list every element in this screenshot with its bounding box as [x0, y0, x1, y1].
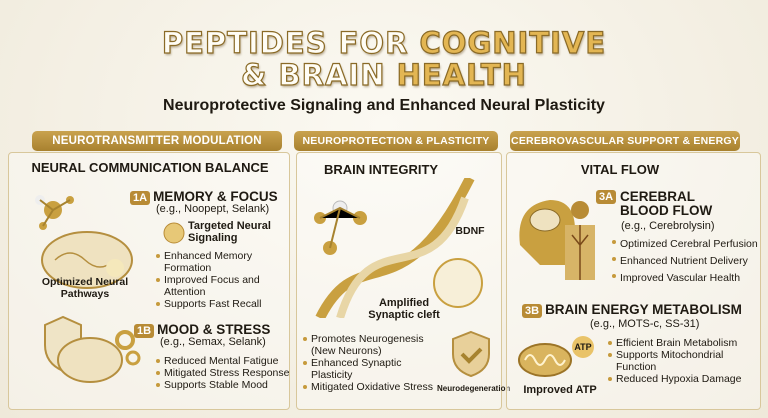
badge-1b: 1B [134, 324, 155, 338]
badge-3b: 3B [522, 304, 543, 318]
brain-energy-examples: (e.g., MOTS-c, SS-31) [590, 318, 700, 330]
improved-atp-label: Improved ATP [523, 384, 597, 396]
shield-check-icon [452, 330, 490, 378]
signal-icon [163, 222, 185, 244]
cerebral-blood-flow-examples: (e.g., Cerebrolysin) [621, 220, 715, 232]
badge-1a: 1A [130, 191, 151, 205]
col2-heading: BRAIN INTEGRITY [323, 162, 439, 177]
mood-stress-bullets: Reduced Mental Fatigue Mitigated Stress … [156, 355, 291, 391]
main-title-line2: & BRAIN HEALTH [241, 58, 527, 92]
col1-heading: NEURAL COMMUNICATION BALANCE [31, 160, 269, 175]
col3-header: CEREBROVASCULAR SUPPORT & ENERGY [510, 131, 740, 151]
col2-header: NEUROPROTECTION & PLASTICITY [294, 131, 498, 151]
neurodegeneration-label: Neurodegeneration [437, 384, 511, 393]
bdnf-label: BDNF [455, 225, 485, 237]
subtitle: Neuroprotective Signaling and Enhanced N… [163, 97, 605, 114]
synaptic-cleft-label: Amplified Synaptic cleft [368, 297, 440, 321]
dna-neuron-icon [314, 178, 483, 318]
bullet: Promotes Neurogenesis (New Neurons) [303, 333, 433, 357]
mitochondria-icon [518, 336, 594, 377]
bullet: Mitigated Oxidative Stress [303, 381, 433, 393]
bullet: Improved Vascular Health [612, 270, 762, 287]
bullet: Improved Focus and Attention [156, 274, 291, 298]
bullet: Reduced Mental Fatigue [156, 355, 291, 367]
bullet: Enhanced Nutrient Delivery [612, 253, 762, 270]
optimized-pathways-label: Optimized Neural Pathways [41, 276, 129, 300]
col3b-bullets: Efficient Brain Metabolism Supports Mito… [608, 337, 758, 385]
head-body-vascular-icon [519, 200, 595, 280]
brain-neuron-icon [35, 195, 133, 289]
col3-heading: VITAL FLOW [580, 162, 660, 177]
bullet: Mitigated Stress Response [156, 367, 291, 379]
main-title-line1: PEPTIDES FOR COGNITIVE [161, 26, 607, 60]
atp-label: ATP [574, 342, 592, 352]
bullet: Optimized Cerebral Perfusion [612, 236, 762, 253]
memory-focus-bullets: Enhanced Memory Formation Improved Focus… [156, 250, 291, 310]
targeted-signaling-label: Targeted Neural Signaling [188, 220, 271, 244]
bullet: Reduced Hypoxia Damage [608, 373, 758, 385]
badge-3a: 3A [596, 190, 617, 204]
mood-stress-examples: (e.g., Semax, Selank) [160, 336, 266, 348]
bullet: Supports Fast Recall [156, 298, 291, 310]
col1-header: NEUROTRANSMITTER MODULATION [32, 131, 282, 151]
col2-bullets: Promotes Neurogenesis (New Neurons) Enha… [303, 333, 433, 393]
bullet: Efficient Brain Metabolism [608, 337, 758, 349]
bullet: Enhanced Memory Formation [156, 250, 291, 274]
bullet: Supports Stable Mood [156, 379, 291, 391]
bullet: Enhanced Synaptic Plasticity [303, 357, 433, 381]
brain-shield-gears-icon [44, 315, 141, 383]
memory-focus-examples: (e.g., Noopept, Selank) [156, 203, 270, 215]
col3a-bullets: Optimized Cerebral Perfusion Enhanced Nu… [612, 236, 762, 287]
bullet: Supports Mitochondrial Function [608, 349, 758, 373]
